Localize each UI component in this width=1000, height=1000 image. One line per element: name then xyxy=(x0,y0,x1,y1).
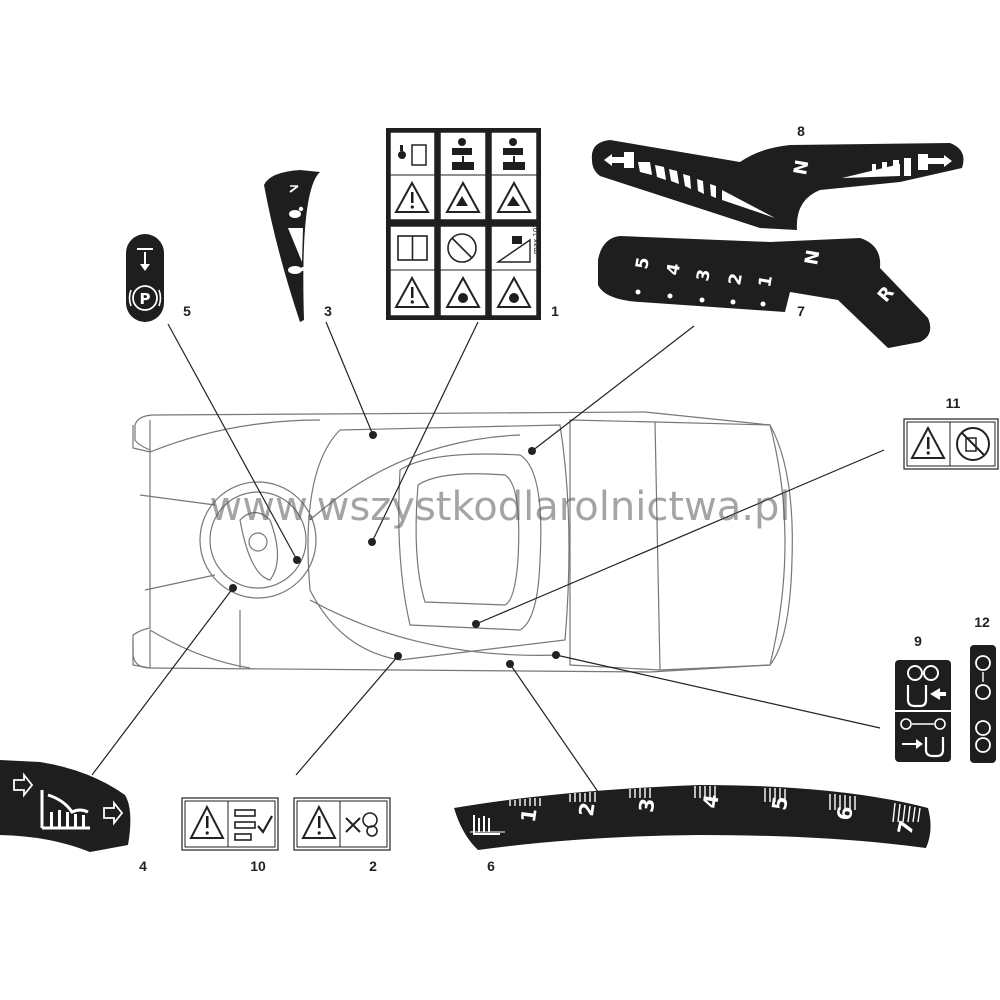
warning-icon xyxy=(394,180,430,213)
decal-6-height-scale: 1 2 3 4 5 6 7 xyxy=(454,785,931,850)
operator-lift-icon xyxy=(503,138,525,170)
height-label-5: 5 xyxy=(767,795,793,812)
lever-icon xyxy=(234,809,273,841)
callout-9: 9 xyxy=(914,633,922,649)
callout-3: 3 xyxy=(324,303,332,319)
warning-icon xyxy=(394,275,430,308)
watermark: www.wszystkodlarolnictwa.pl xyxy=(209,484,791,530)
blade-hazard-icon xyxy=(496,275,532,308)
height-adjust-icon xyxy=(470,815,505,835)
callout-numbers: 1 2 3 4 5 6 7 8 9 10 11 12 xyxy=(139,123,990,874)
svg-text:P: P xyxy=(140,290,151,308)
callout-5: 5 xyxy=(183,303,191,319)
callout-10: 10 xyxy=(250,858,266,874)
no-fuel-icon xyxy=(956,427,990,461)
callout-6: 6 xyxy=(487,858,495,874)
decal-3-throttle xyxy=(264,170,320,322)
gear-label-3: 3 xyxy=(693,268,715,283)
callout-12: 12 xyxy=(974,614,990,630)
decal-12-hitch-strip xyxy=(970,645,996,763)
choke-icon xyxy=(289,185,299,193)
height-label-3: 3 xyxy=(634,797,660,814)
decal-4-blade-engage xyxy=(0,760,131,852)
blade-hazard-icon xyxy=(445,275,481,308)
push-down-icon xyxy=(137,248,153,271)
height-label-2: 2 xyxy=(574,801,600,818)
manual-icon xyxy=(397,235,428,261)
gear-label-4: 4 xyxy=(663,262,685,277)
key-icon xyxy=(398,144,427,166)
decal-11-warning xyxy=(903,418,999,470)
decal-2-warning xyxy=(293,797,391,851)
steering-wheel xyxy=(199,481,317,599)
height-label-6: 6 xyxy=(832,805,858,822)
thrown-object-icon xyxy=(496,180,532,213)
callout-7: 7 xyxy=(797,303,805,319)
thrown-object-icon xyxy=(445,180,481,213)
decal-7-gear-selector: 5 4 3 2 1 N R xyxy=(598,236,931,348)
gear-forward-labels: 5 4 3 2 1 xyxy=(632,256,777,307)
exit-arrow-icon xyxy=(103,800,124,826)
height-label-7: 7 xyxy=(892,818,918,837)
decal-5-parking-brake: P xyxy=(126,234,164,322)
warning-icon xyxy=(910,425,946,459)
operator-lift-icon xyxy=(452,138,474,170)
tractor-outline xyxy=(132,411,793,673)
slope-icon: max 10° xyxy=(495,224,540,263)
height-scale-labels: 1 2 3 4 5 6 7 xyxy=(516,793,919,837)
callout-2: 2 xyxy=(369,858,377,874)
callout-8: 8 xyxy=(797,123,805,139)
callout-11: 11 xyxy=(946,395,961,411)
decal-1-safety-grid: max 10° xyxy=(386,128,541,320)
gear-label-2: 2 xyxy=(725,272,747,287)
height-ticks xyxy=(509,786,921,823)
warning-icon xyxy=(189,804,225,839)
decal-8-direction: N xyxy=(591,140,964,230)
turtle-icon xyxy=(288,266,305,274)
warning-icon xyxy=(301,804,337,839)
reverse-tractor-icon xyxy=(918,154,952,170)
reverse-speed-stripes xyxy=(842,158,911,178)
decal-10-warning xyxy=(181,797,279,851)
height-label-1: 1 xyxy=(516,807,542,824)
neutral-label-8: N xyxy=(790,158,813,176)
gear-label-5: 5 xyxy=(632,256,654,271)
neutral-label-7: N xyxy=(801,248,824,266)
forward-tractor-icon xyxy=(604,152,634,168)
parking-brake-icon: P xyxy=(128,285,162,311)
mower-blade-icon xyxy=(40,790,90,830)
max-angle-label: max 10° xyxy=(532,224,540,254)
leader-lines xyxy=(91,321,885,803)
callout-4: 4 xyxy=(139,858,147,874)
gear-label-1: 1 xyxy=(755,274,777,289)
height-label-4: 4 xyxy=(698,793,724,810)
exit-arrow-icon xyxy=(13,772,34,798)
no-hands-icon xyxy=(345,812,378,837)
no-passengers-icon xyxy=(447,233,477,263)
callout-1: 1 xyxy=(551,303,559,319)
rabbit-icon xyxy=(289,206,304,218)
forward-speed-stripes xyxy=(638,162,775,218)
decal-9-hitch xyxy=(895,660,951,762)
